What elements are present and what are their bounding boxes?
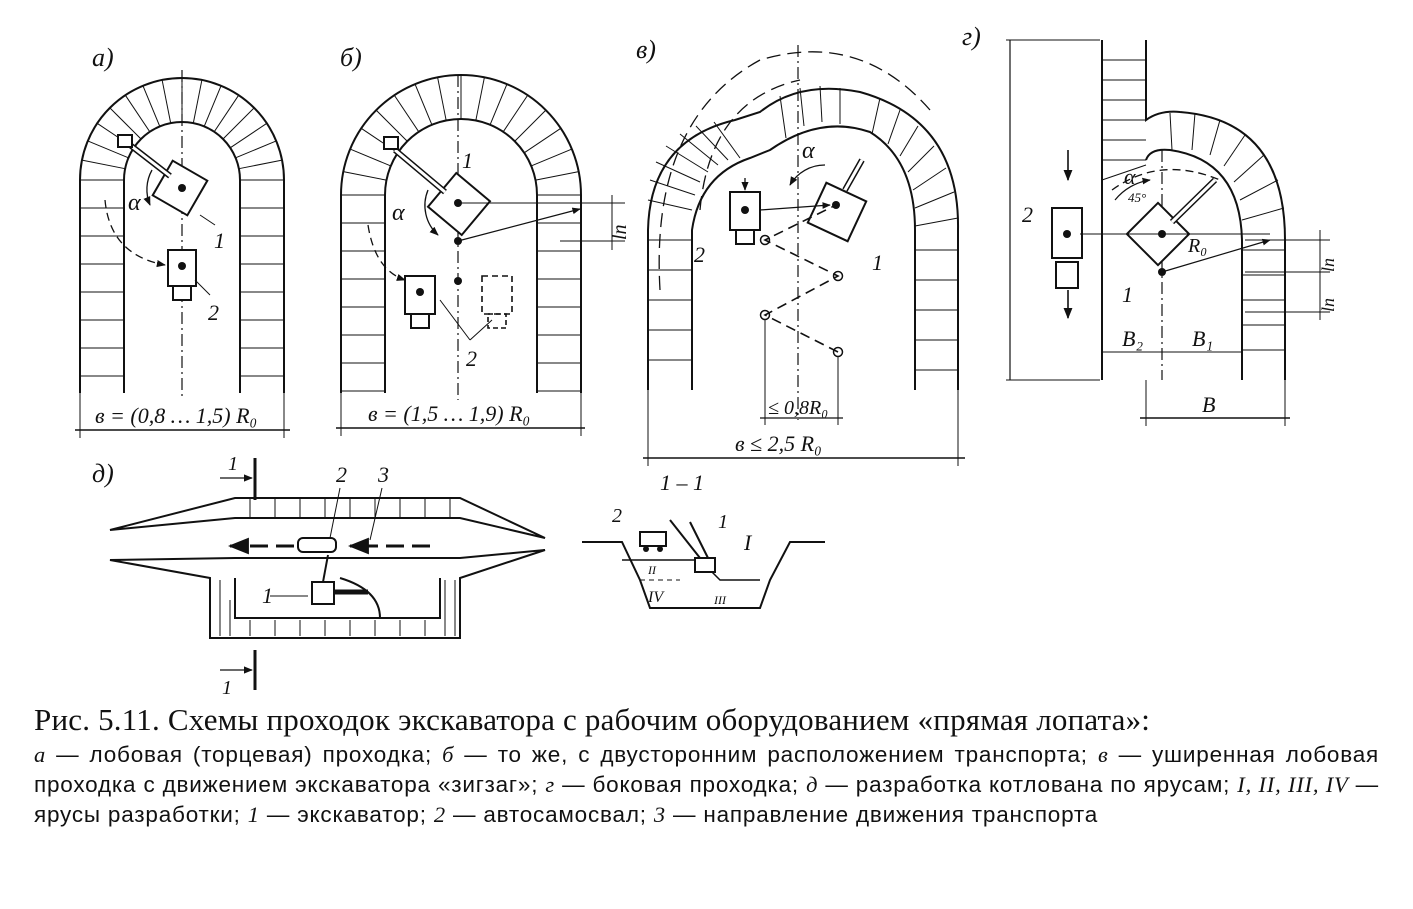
dump-truck-icon [639, 531, 667, 552]
panel-d-section-mark-top: 1 [228, 453, 238, 475]
caption-item-1: 1 — экскаватор; [247, 802, 427, 827]
excavator-icon [806, 158, 868, 243]
panel-a-label-1: 1 [214, 228, 225, 253]
panel-g-angle: 45° [1128, 190, 1146, 205]
panel-d-label-3: 3 [377, 462, 389, 487]
tier-label-2: II [647, 563, 657, 577]
panel-d-letter: д) [92, 459, 114, 488]
caption-item-tiers: I, II, III, IV — ярусы разработки; [34, 772, 1379, 827]
panel-v-label-1: 1 [872, 250, 883, 275]
caption-title: Рис. 5.11. Схемы проходок экскаватора с … [34, 702, 1151, 737]
panel-g-r0: R₀ [1187, 235, 1207, 257]
excavator-schemes-drawing: а) α 1 2 в = (0,8 … 1,5) R₀ б) [75, 22, 1338, 699]
caption-item-2: 2 — автосамосвал; [433, 802, 647, 827]
panel-g-label-2: 2 [1022, 202, 1033, 227]
excavator-icon [117, 134, 209, 217]
figure-caption: Рис. 5.11. Схемы проходок экскаватора с … [34, 700, 1379, 830]
panel-d-section-mark-bottom: 1 [222, 677, 232, 699]
dump-truck-icon [404, 275, 436, 329]
caption-item-v: в — уширенная лобовая проходка с движени… [34, 742, 1380, 797]
caption-item-d: д — разработка котлована по ярусам; [806, 772, 1231, 797]
panel-g-b: B [1202, 392, 1215, 417]
panel-a-alpha: α [128, 190, 141, 216]
panel-a-label-2: 2 [208, 300, 219, 325]
panel-d: д) 1 1 [92, 453, 546, 699]
dump-truck-icon [481, 275, 513, 329]
dump-truck-icon [297, 537, 337, 553]
section-pit-profile [582, 541, 825, 609]
panel-a-letter: а) [92, 43, 114, 72]
panel-b-alpha: α [392, 200, 405, 226]
tier-label-3: III [713, 593, 727, 607]
panel-v: в) [636, 35, 965, 466]
dump-truck-icon [729, 191, 761, 245]
section-1-1: 1 – 1 2 1 I II III IV [582, 470, 825, 609]
excavator-icon [669, 519, 716, 573]
panel-b-letter: б) [340, 43, 362, 72]
panel-b-ln: lп [609, 224, 631, 240]
panel-d-trench-walls [109, 497, 546, 539]
dump-truck-icon [1051, 207, 1083, 289]
dump-truck-icon [167, 249, 197, 301]
panel-g-letter: г) [962, 22, 981, 51]
panel-d-hatch [219, 498, 456, 636]
panel-b-label-1: 1 [462, 148, 473, 173]
caption-item-3: 3 — направление движения транспорта [653, 802, 1099, 827]
panel-b-width-label: в = (1,5 … 1,9) R₀ [368, 401, 530, 426]
excavator-icon [311, 554, 368, 605]
tier-label-4: IV [647, 589, 665, 606]
panel-g-ln2: lп [1318, 298, 1338, 312]
tier-label-1: I [743, 530, 753, 555]
panel-b: б) α 1 2 l [336, 43, 631, 436]
panel-g-ln1: lп [1318, 258, 1338, 272]
panel-v-width-label: в ≤ 2,5 R₀ [735, 431, 822, 456]
panel-v-alpha: α [802, 138, 815, 164]
panel-v-arch-wall [647, 87, 960, 390]
section-label-2: 2 [612, 505, 622, 527]
panel-v-label-2: 2 [694, 242, 705, 267]
panel-g-b2: B₂ [1122, 326, 1143, 351]
caption-item-b: б — то же, с двусторонним расположением … [442, 742, 1088, 767]
caption-item-a: а — лобовая (торцевая) проходка; [34, 742, 432, 767]
panel-g: г) [962, 22, 1338, 426]
panel-d-label-1: 1 [262, 583, 273, 608]
panel-v-letter: в) [636, 35, 656, 64]
panel-v-step-label: ≤ 0,8R₀ [768, 397, 828, 419]
panel-g-b1: B₁ [1192, 326, 1213, 351]
panel-g-alpha: α [1124, 164, 1136, 189]
caption-legend: а — лобовая (торцевая) проходка; б — то … [34, 740, 1379, 830]
panel-d-label-2: 2 [336, 462, 347, 487]
panel-b-label-2: 2 [466, 346, 477, 371]
section-label-1: 1 [718, 511, 728, 533]
panel-a-width-label: в = (0,8 … 1,5) R₀ [95, 403, 257, 428]
panel-a: а) α 1 2 в = (0,8 … 1,5) R₀ [75, 43, 290, 438]
panel-g-label-1: 1 [1122, 282, 1133, 307]
caption-item-g: г — боковая проходка; [545, 772, 799, 797]
section-label: 1 – 1 [660, 470, 704, 495]
panel-g-wall [1101, 40, 1286, 380]
